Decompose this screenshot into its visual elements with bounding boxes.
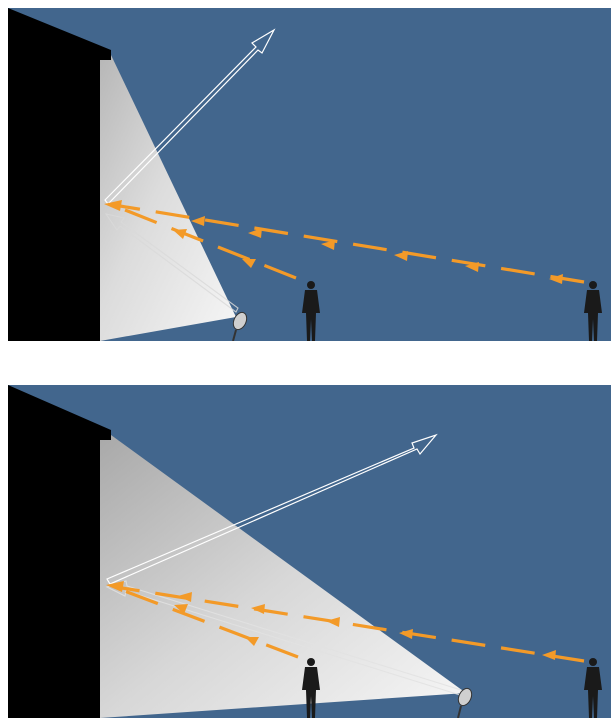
wide-beam-panel — [8, 385, 611, 718]
narrow-beam-diagram — [8, 8, 611, 341]
building — [8, 385, 111, 718]
wide-beam-diagram — [8, 385, 611, 718]
building — [8, 8, 111, 341]
narrow-beam-panel — [8, 8, 611, 341]
